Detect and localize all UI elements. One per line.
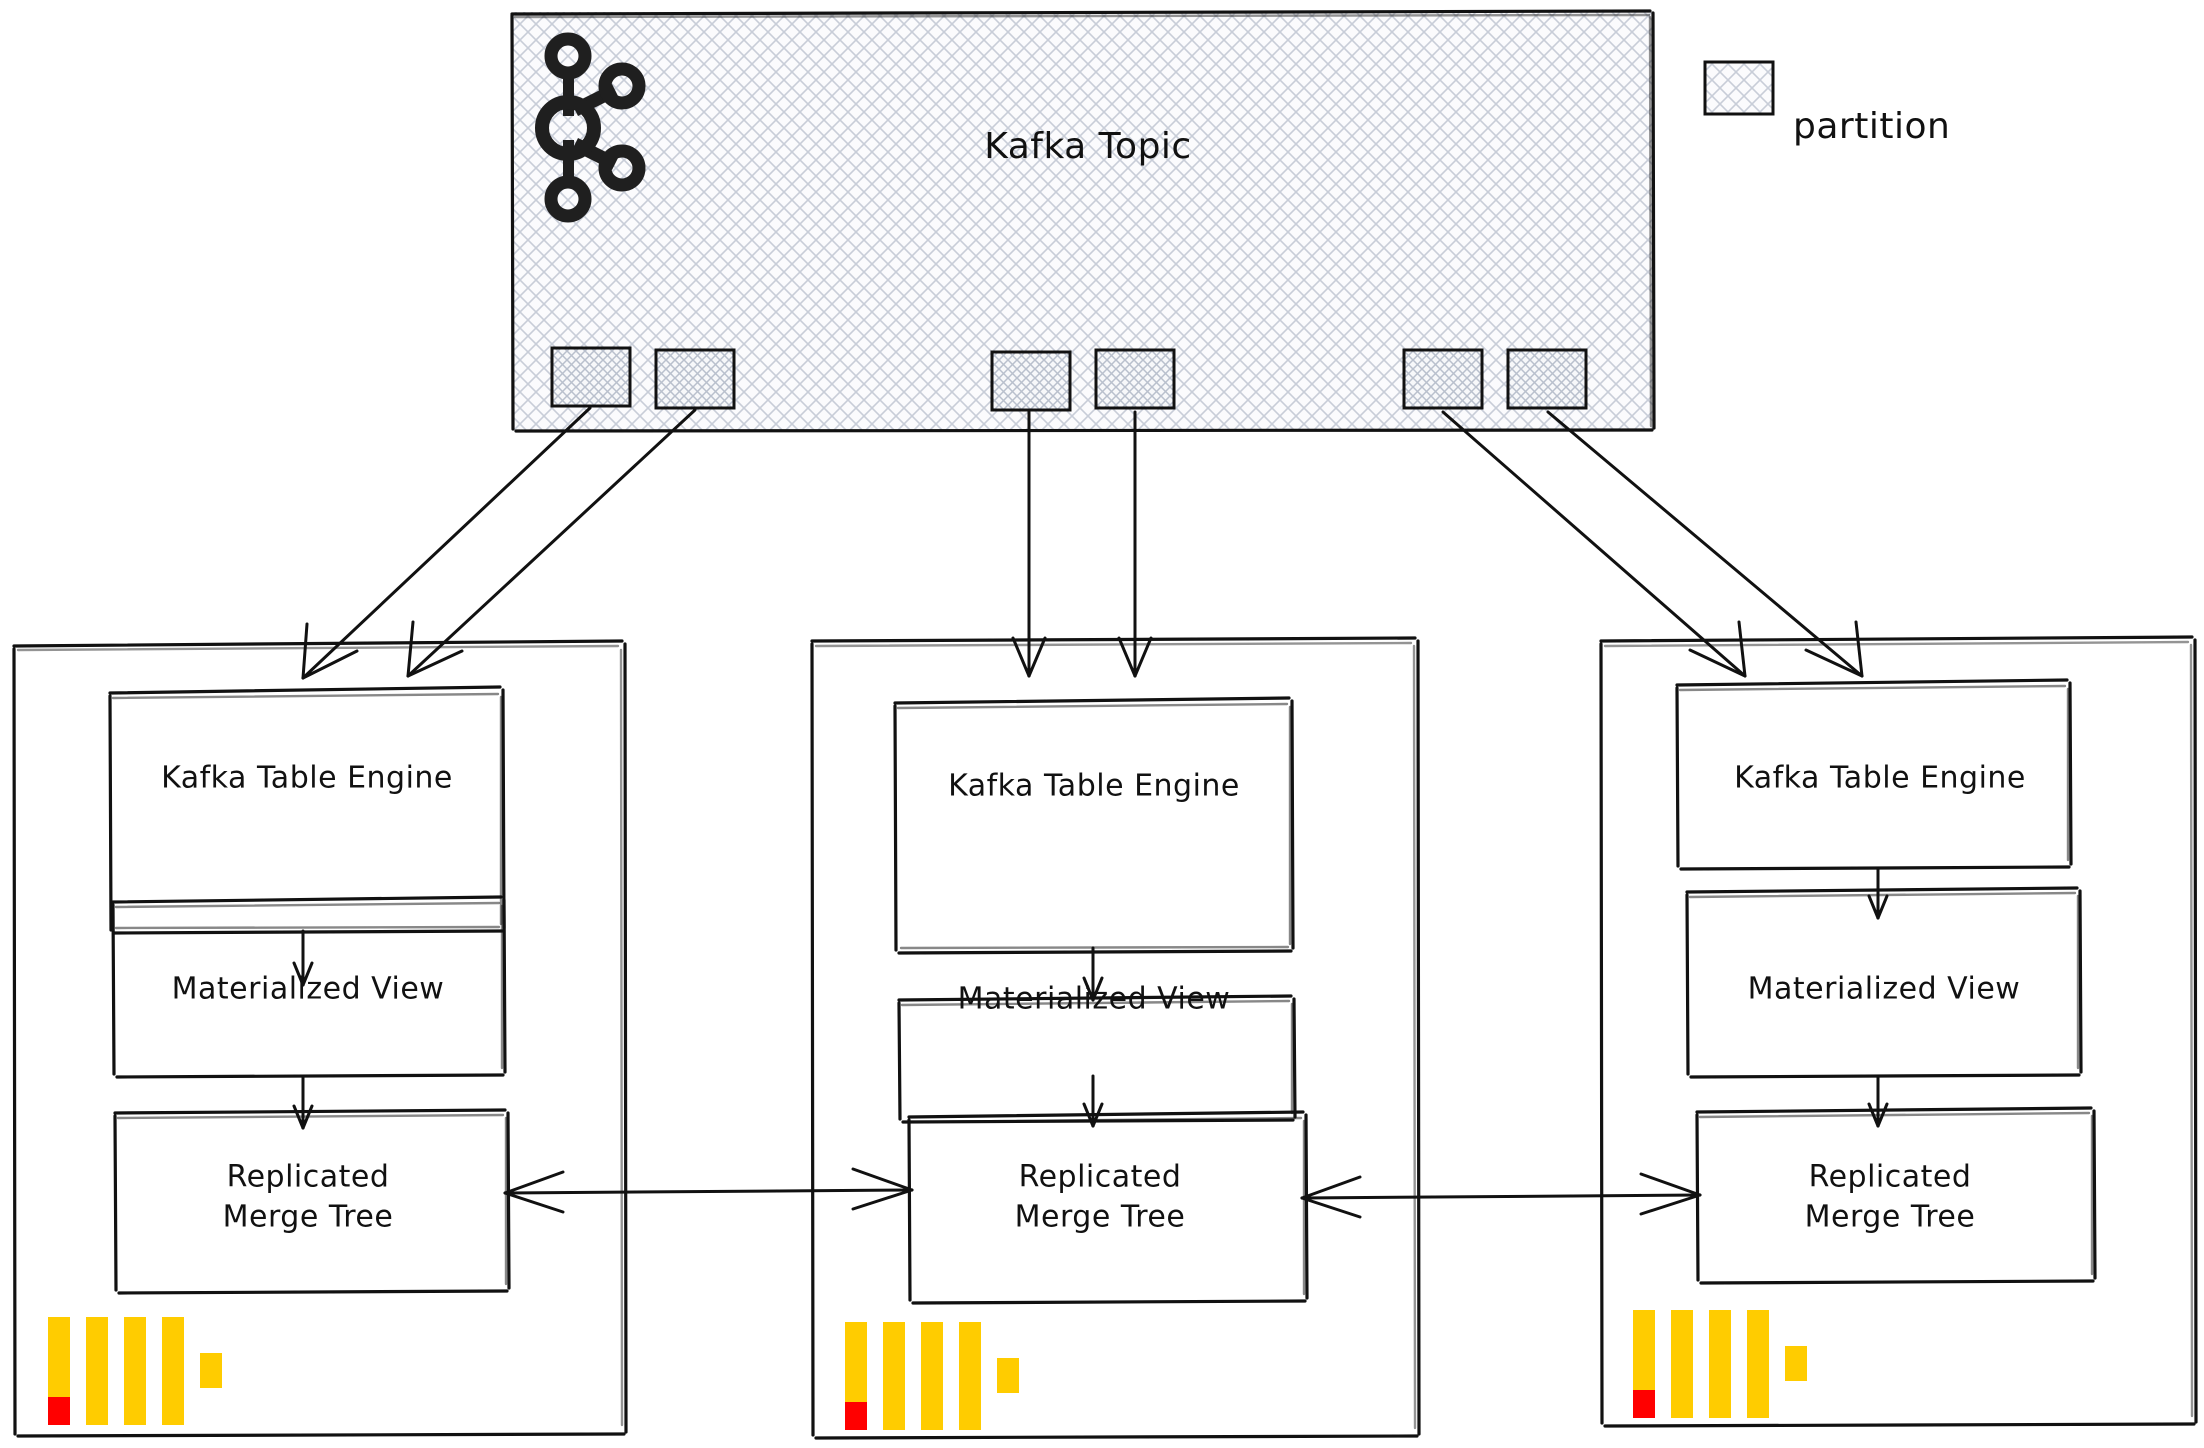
partition-box-3[interactable]: [1094, 348, 1176, 410]
arrow-partition4-to-node3: [1441, 410, 1747, 678]
node-2-container[interactable]: [810, 636, 1421, 1440]
node-3-kafka-table-engine-box[interactable]: Kafka Table Engine: [1675, 678, 2073, 871]
node-1-replicated-merge-tree-label-line2: Merge Tree: [223, 1200, 394, 1235]
node-2-kafka-table-engine-box[interactable]: Kafka Table Engine: [893, 696, 1295, 955]
node-3-materialized-view-label: Materialized View: [1748, 972, 2021, 1007]
node-3-clickhouse-logo-icon: [1633, 1310, 1807, 1418]
replication-arrow-node1-node2: [503, 1167, 914, 1214]
replication-arrow-node2-node3: [1300, 1172, 1702, 1219]
kafka-topic-label: Kafka Topic: [984, 126, 1191, 167]
partition-box-4[interactable]: [1402, 348, 1484, 410]
node-2-materialized-view-label: Materialized View: [958, 982, 1231, 1017]
kafka-logo-icon: [535, 32, 646, 223]
partition-box-1[interactable]: [654, 348, 736, 410]
node-1-replicated-merge-tree-box[interactable]: Replicated Merge Tree: [113, 1108, 511, 1295]
legend-partition-label: partition: [1793, 106, 1950, 147]
node-2-replicated-merge-tree-label-line2: Merge Tree: [1015, 1200, 1186, 1235]
node-3-container[interactable]: [1599, 635, 2198, 1428]
node-1-materialized-view-box[interactable]: Materialized View: [111, 895, 507, 1079]
node-3-materialized-view-box[interactable]: Materialized View: [1685, 886, 2083, 1079]
partition-box-5[interactable]: [1506, 348, 1588, 410]
arrow-node3-kte-to-mv: [1867, 867, 1889, 920]
legend-partition-swatch: [1703, 60, 1775, 116]
node-2-kafka-table-engine-label: Kafka Table Engine: [948, 769, 1240, 804]
node-3-replicated-merge-tree-label-line2: Merge Tree: [1805, 1200, 1976, 1235]
node-2-materialized-view-box[interactable]: Materialized View: [897, 982, 1297, 1124]
partition-box-2[interactable]: [990, 350, 1072, 412]
node-2-replicated-merge-tree-label-line1: Replicated: [1019, 1160, 1182, 1195]
arrow-node2-kte-to-mv: [1082, 946, 1104, 1002]
arrow-node2-mv-to-rmt: [1082, 1074, 1104, 1128]
node-3-kafka-table-engine-label: Kafka Table Engine: [1734, 761, 2026, 796]
node-1-clickhouse-logo-icon: [48, 1317, 222, 1425]
node-3-replicated-merge-tree-box[interactable]: Replicated Merge Tree: [1695, 1106, 2097, 1285]
node-1-kafka-table-engine-box[interactable]: Kafka Table Engine: [108, 685, 506, 935]
node-2-replicated-merge-tree-box[interactable]: Replicated Merge Tree: [907, 1110, 1309, 1305]
arrow-node1-kte-to-mv: [292, 929, 314, 987]
arrow-node3-mv-to-rmt: [1867, 1075, 1889, 1128]
node-2-clickhouse-logo-icon: [845, 1322, 1019, 1430]
arrow-partition5-to-node3: [1546, 410, 1864, 678]
node-1-kafka-table-engine-label: Kafka Table Engine: [161, 761, 453, 796]
legend: partition: [1703, 60, 1950, 147]
node-1-replicated-merge-tree-label-line1: Replicated: [227, 1160, 390, 1195]
arrow-node1-mv-to-rmt: [292, 1075, 314, 1130]
node-3-replicated-merge-tree-label-line1: Replicated: [1809, 1160, 1972, 1195]
node-1-container[interactable]: [12, 639, 628, 1438]
arrow-partition0-to-node1: [301, 406, 592, 680]
arrow-partition1-to-node1: [406, 408, 697, 678]
arrow-partition3-to-node2: [1117, 410, 1153, 678]
partition-box-0[interactable]: [550, 346, 632, 408]
node-1-materialized-view-label: Materialized View: [172, 972, 445, 1007]
arrow-partition2-to-node2: [1011, 410, 1047, 678]
